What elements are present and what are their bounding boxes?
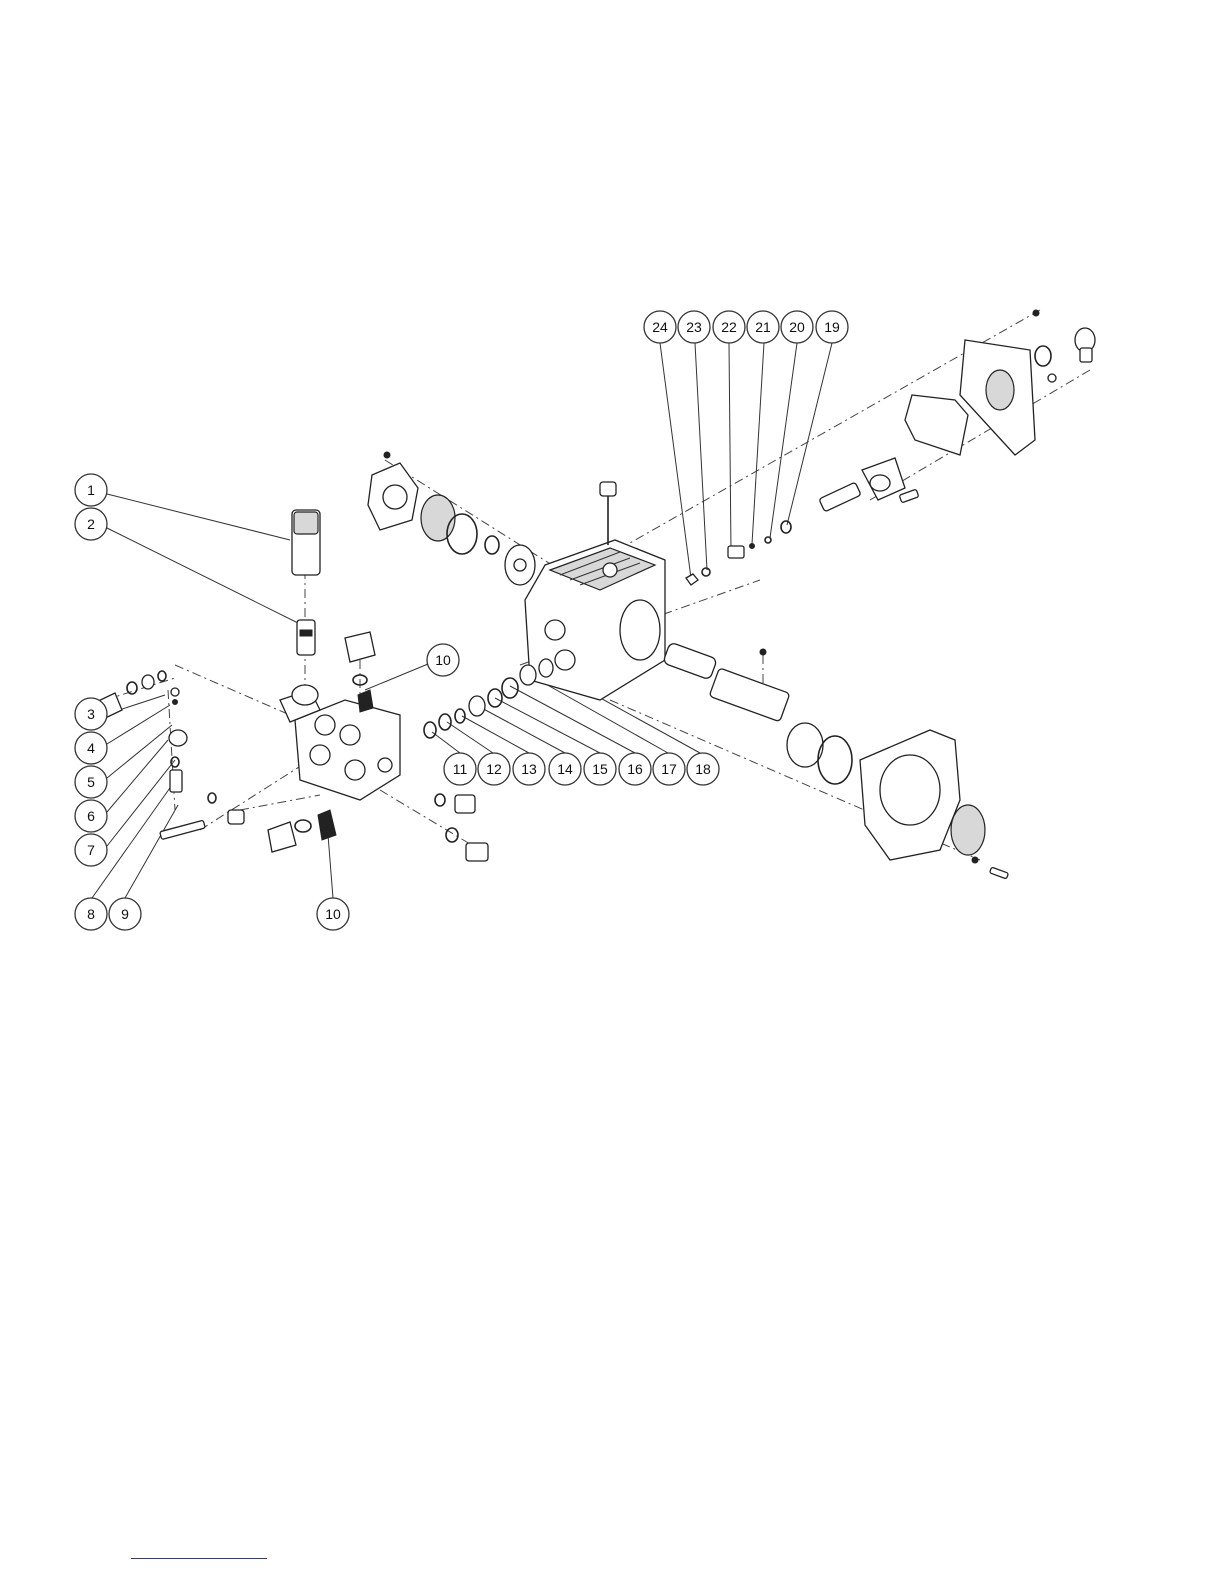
callout-15: 15 [584, 753, 616, 785]
side-cover [368, 452, 535, 585]
svg-text:4: 4 [87, 740, 95, 756]
svg-text:7: 7 [87, 842, 95, 858]
svg-text:2: 2 [87, 516, 95, 532]
svg-text:15: 15 [592, 761, 608, 777]
callout-11: 11 [444, 753, 476, 785]
svg-text:5: 5 [87, 774, 95, 790]
part-callouts: 1 2 3 4 5 6 7 8 9 10 10 11 12 13 14 [75, 311, 848, 930]
svg-text:22: 22 [721, 319, 737, 335]
svg-text:11: 11 [453, 761, 468, 777]
manifold [280, 685, 400, 800]
footer-rule [131, 1558, 267, 1559]
callout-10-lower: 10 [317, 898, 349, 930]
svg-text:10: 10 [435, 652, 451, 668]
svg-text:9: 9 [121, 906, 129, 922]
callout-12: 12 [478, 753, 510, 785]
svg-text:13: 13 [521, 761, 537, 777]
svg-text:16: 16 [627, 761, 643, 777]
svg-text:1: 1 [87, 482, 95, 498]
callout-23: 23 [678, 311, 710, 343]
leader-lines [92, 343, 832, 898]
callout-14: 14 [549, 753, 581, 785]
callout-4: 4 [75, 732, 107, 764]
callout-13: 13 [513, 753, 545, 785]
svg-text:20: 20 [789, 319, 805, 335]
connecting-rod [781, 458, 919, 533]
svg-text:21: 21 [755, 319, 771, 335]
callout-6: 6 [75, 800, 107, 832]
svg-text:12: 12 [486, 761, 502, 777]
callout-1: 1 [75, 474, 107, 506]
svg-text:19: 19 [824, 319, 840, 335]
svg-text:14: 14 [557, 761, 573, 777]
callout-22: 22 [713, 311, 745, 343]
svg-text:17: 17 [661, 761, 677, 777]
callout-19: 19 [816, 311, 848, 343]
svg-text:23: 23 [686, 319, 702, 335]
callout-3: 3 [75, 698, 107, 730]
callout-9: 9 [109, 898, 141, 930]
svg-text:10: 10 [325, 906, 341, 922]
callout-17: 17 [653, 753, 685, 785]
unloader [292, 510, 320, 655]
dipstick [600, 482, 616, 545]
callout-7: 7 [75, 834, 107, 866]
svg-text:18: 18 [695, 761, 711, 777]
callout-5: 5 [75, 766, 107, 798]
callout-20: 20 [781, 311, 813, 343]
svg-text:24: 24 [652, 319, 668, 335]
rear-cover [905, 310, 1095, 455]
pin-seals [686, 537, 771, 585]
callout-24: 24 [644, 311, 676, 343]
callout-21: 21 [747, 311, 779, 343]
callout-8: 8 [75, 898, 107, 930]
svg-text:3: 3 [87, 706, 95, 722]
svg-text:6: 6 [87, 808, 95, 824]
callout-16: 16 [619, 753, 651, 785]
callout-10-upper: 10 [427, 644, 459, 676]
svg-text:8: 8 [87, 906, 95, 922]
callout-2: 2 [75, 508, 107, 540]
flange [860, 730, 1008, 879]
callout-18: 18 [687, 753, 719, 785]
